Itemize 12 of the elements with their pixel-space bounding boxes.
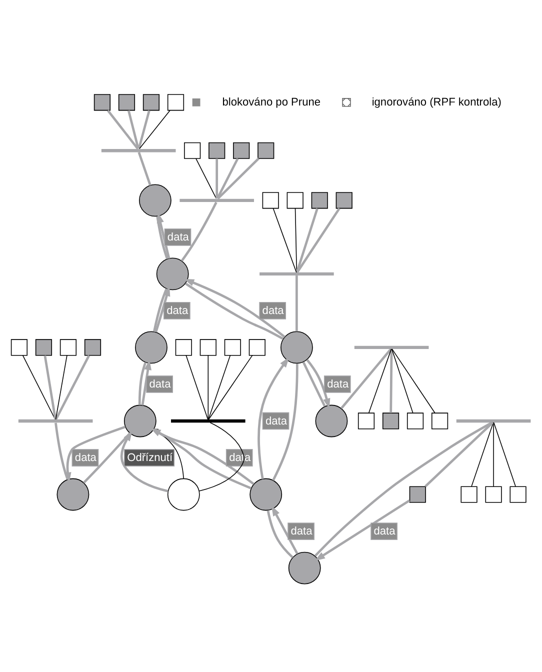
edge-label: data bbox=[166, 305, 188, 318]
edge-label: data bbox=[374, 526, 396, 538]
edge-label: data bbox=[262, 305, 284, 318]
edge-label: data bbox=[149, 378, 171, 391]
edge-label: data bbox=[327, 378, 349, 391]
edge-label: data bbox=[167, 232, 189, 244]
edge-label: data bbox=[290, 526, 312, 538]
legend-label: ignorováno (RPF kontrola) bbox=[372, 96, 502, 108]
legend-label: blokováno po Prune bbox=[222, 96, 321, 108]
edge-label: data bbox=[265, 415, 287, 428]
edge-label: Odříznutí bbox=[127, 452, 173, 464]
edge-label: data bbox=[74, 452, 96, 464]
